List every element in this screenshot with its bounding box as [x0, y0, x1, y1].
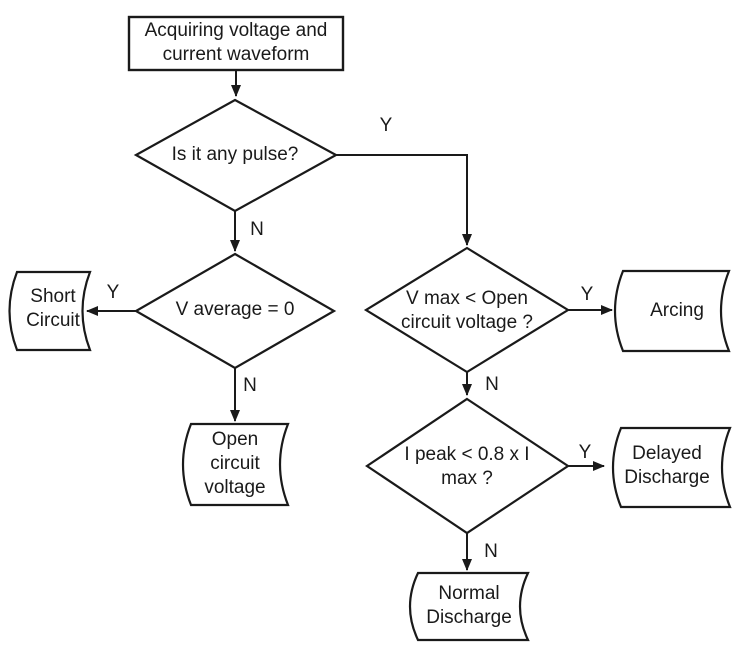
terminal-delayed-discharge-shape — [611, 426, 732, 509]
decision-v-average-shape — [133, 252, 337, 370]
branch-label-i-peak-yes: Y — [578, 442, 592, 463]
decision-v-max-label: V max < Open circuit voltage ? — [400, 288, 534, 333]
decision-is-pulse-label: Is it any pulse? — [171, 144, 299, 165]
terminal-normal-discharge-shape — [408, 571, 530, 642]
decision-i-peak-shape — [365, 397, 570, 535]
branch-label-v-max-yes: Y — [580, 284, 594, 305]
branch-label-v-average-no: N — [243, 375, 257, 396]
branch-label-v-average-yes: Y — [106, 282, 120, 303]
terminal-delayed-discharge-label: Delayed Discharge — [624, 443, 710, 488]
decision-v-average-label: V average = 0 — [175, 299, 295, 320]
terminal-short-circuit-label: Short Circuit — [26, 286, 80, 331]
start-node-label: Acquiring voltage and current waveform — [144, 20, 328, 65]
decision-i-peak-label: I peak < 0.8 x I max ? — [404, 444, 530, 489]
branch-label-i-peak-no: N — [484, 541, 498, 562]
terminal-normal-discharge-label: Normal Discharge — [426, 583, 512, 628]
start-node-shape — [127, 15, 345, 72]
terminal-arcing-shape — [613, 269, 731, 353]
terminal-open-circuit-voltage-label: Open circuit voltage — [204, 429, 266, 498]
terminal-arcing-label: Arcing — [650, 300, 704, 321]
terminal-short-circuit-shape — [8, 270, 92, 352]
branch-label-is-pulse-no: N — [250, 219, 264, 240]
arrow-is-pulse-yes-to-v-max — [336, 154, 472, 246]
branch-label-is-pulse-yes: Y — [379, 115, 393, 136]
branch-label-v-max-no: N — [485, 374, 499, 395]
decision-is-pulse-shape — [133, 98, 339, 213]
terminal-open-circuit-voltage-shape — [181, 422, 290, 507]
decision-v-max-shape — [363, 246, 571, 374]
